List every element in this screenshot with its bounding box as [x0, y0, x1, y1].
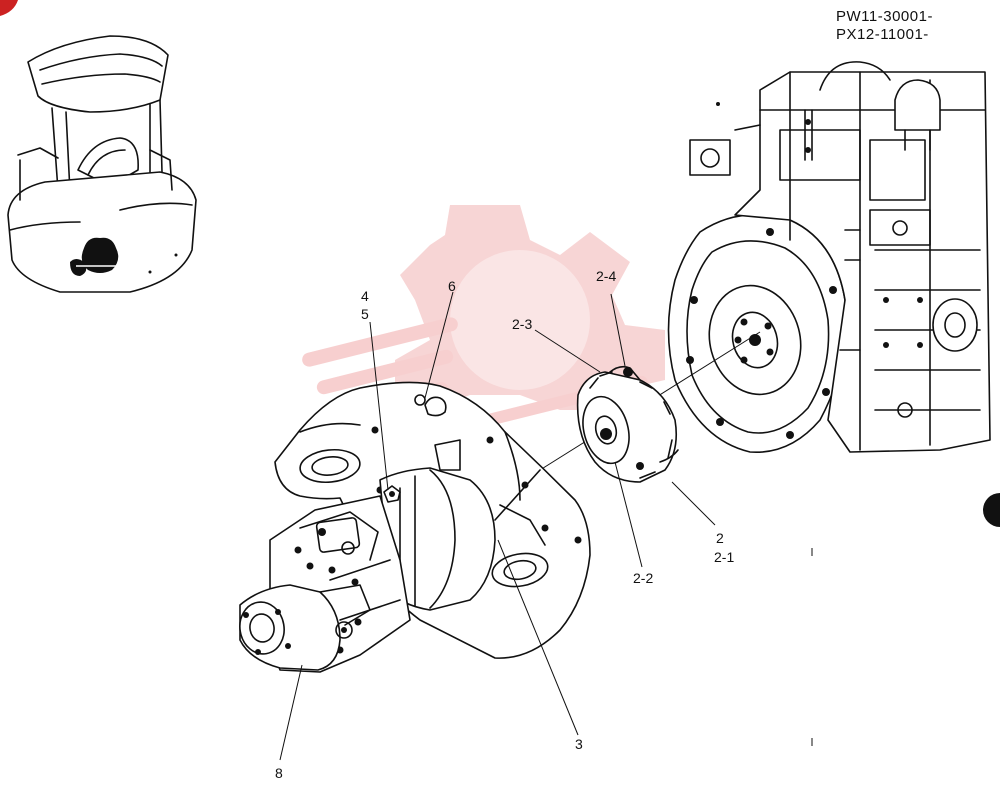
callout-2: 2: [716, 530, 724, 546]
callout-2-4: 2-4: [596, 268, 617, 284]
callout-3: 3: [575, 736, 583, 752]
callout-8: 8: [275, 765, 283, 781]
corner-marker: [0, 0, 18, 16]
edge-dot: [983, 493, 1000, 527]
watermark-logo: [302, 205, 665, 427]
engine-assembly: [667, 61, 991, 454]
callout-2-3: 2-3: [512, 316, 533, 332]
serial-number-2: PX12-11001-: [836, 26, 929, 43]
machine-location-inset: [7, 35, 197, 293]
callout-2-1: 2-1: [714, 549, 735, 565]
callout-4: 4: [361, 288, 369, 304]
leader-lines: [279, 291, 716, 761]
coupling-part-2: [576, 365, 679, 483]
callout-6: 6: [448, 278, 456, 294]
hydraulic-pump-part-8: [239, 467, 541, 673]
callout-2-2: 2-2: [633, 570, 654, 586]
callout-5: 5: [361, 306, 369, 322]
serial-number-1: PW11-30001-: [836, 8, 933, 25]
